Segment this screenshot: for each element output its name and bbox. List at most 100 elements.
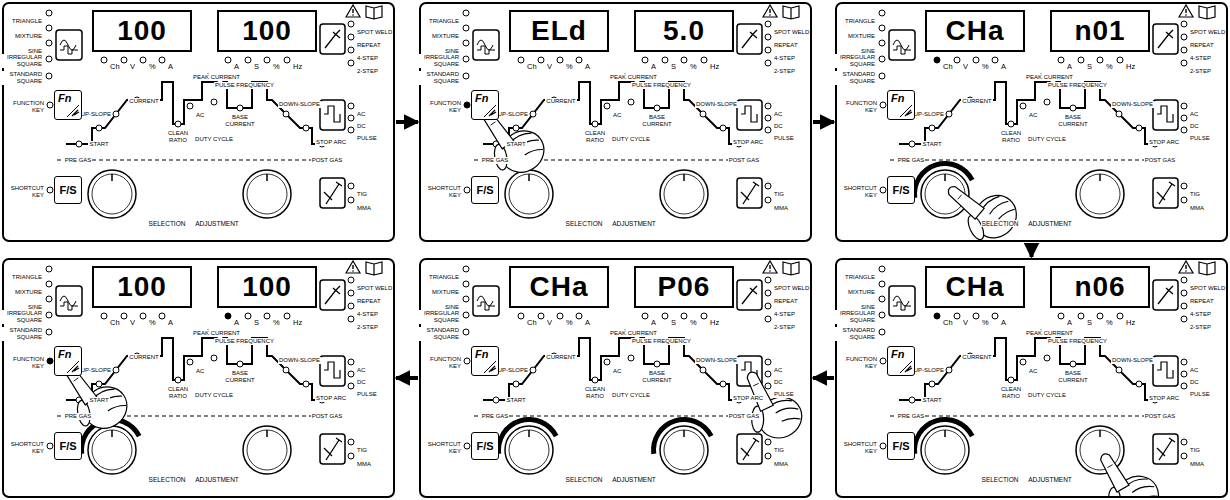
indicator-led (765, 303, 771, 309)
panel-label: TIG (356, 447, 368, 454)
indicator-led (463, 312, 469, 318)
label-holder: DC (356, 370, 367, 388)
welding-waveform (483, 338, 749, 400)
panel-label: PULSE (1189, 135, 1211, 142)
panel-label: TRIANGLE (11, 18, 43, 25)
shortcut-key: F/S (54, 432, 82, 460)
indicator-led (46, 329, 52, 335)
panel-graphic (783, 6, 799, 19)
panel-graphic (1179, 5, 1193, 17)
label-holder: CLEAN RATIO (165, 128, 191, 146)
indicator-led (245, 313, 251, 319)
indicator-led (46, 73, 52, 79)
indicator-led (765, 290, 771, 296)
label-holder: PULSE FREQUENCY (1047, 329, 1108, 347)
panel-label: A (167, 63, 174, 72)
panel-label: AC (1189, 367, 1199, 374)
indicator-led (463, 10, 469, 16)
panel-label: SHORTCUT KEY (840, 441, 878, 455)
panel-label: S (1086, 63, 1093, 72)
indicator-led (101, 313, 107, 319)
panel-label: SELECTION (148, 476, 187, 483)
label-holder: TIG (356, 182, 368, 200)
panel-label: A (650, 63, 657, 72)
panel-label: ADJUSTMENT (1027, 476, 1073, 483)
panel-label: V (962, 63, 969, 72)
panel-graphic (1157, 106, 1173, 122)
panel-graphic (879, 261, 1215, 496)
indicator-led (530, 367, 536, 373)
panel-label: Ch (526, 319, 538, 328)
panel-graphic (900, 105, 912, 117)
panel-label: START (505, 141, 526, 148)
panel-label: % (565, 63, 574, 72)
label-holder: AC (195, 359, 205, 377)
indicator-led (879, 40, 885, 46)
indicator-led (557, 57, 563, 63)
indicator-led (187, 103, 193, 109)
indicator-led (46, 296, 52, 302)
panel-label: CURRENT (545, 98, 576, 105)
label-holder: CURRENT (545, 89, 576, 107)
indicator-led (101, 57, 107, 63)
label-holder: % (689, 55, 698, 73)
label-holder: V (546, 55, 553, 73)
indicator-led (946, 367, 952, 373)
indicator-led (765, 127, 771, 133)
indicator-led (264, 313, 270, 319)
key-label: Fn (891, 348, 904, 360)
panel-label: STOP ARC (732, 139, 764, 146)
panel-graphic (92, 174, 132, 214)
indicator-led (765, 439, 771, 445)
indicator-led (879, 73, 885, 79)
indicator-led (765, 103, 771, 109)
panel-label: A (1000, 319, 1007, 328)
panel-graphic (346, 261, 360, 273)
panel-graphic (893, 40, 911, 54)
panel-graphic (67, 361, 79, 373)
label-holder: % (148, 55, 157, 73)
panel-graphic (473, 30, 499, 60)
panel-label: SHORTCUT KEY (7, 185, 45, 199)
label-holder: PEAK CURRENT (609, 321, 658, 339)
indicator-led (1181, 316, 1187, 322)
label-holder: CLEAN RATIO (165, 384, 191, 402)
panel-label: V (546, 319, 553, 328)
label-holder: START (505, 132, 526, 150)
indicator-led (700, 111, 706, 117)
indicator-led (46, 10, 52, 16)
label-holder: ADJUSTMENT (611, 212, 657, 230)
panel-graphic (769, 14, 771, 16)
label-holder: PULSE (1189, 382, 1211, 400)
indicator-led (348, 303, 354, 309)
panel-graphic (768, 395, 802, 429)
label-holder: A (233, 55, 240, 73)
led-display: ELd (509, 10, 609, 52)
panel-label: TRIANGLE (844, 18, 876, 25)
label-holder: DC (1189, 114, 1200, 132)
indicator-led (765, 34, 771, 40)
panel-label: START (88, 141, 109, 148)
panel-label: BASE CURRENT (223, 370, 257, 384)
panel-graphic (463, 261, 808, 474)
panel-label: MIXTURE (431, 289, 460, 296)
display-value: 100 (117, 15, 167, 47)
indicator-led (992, 57, 998, 63)
led-display: 100 (217, 10, 317, 52)
label-holder: Hz (1125, 55, 1136, 73)
label-holder: SPOT WELD (356, 20, 393, 38)
shortcut-key: F/S (54, 176, 82, 204)
flow-arrow (1030, 243, 1034, 257)
label-holder: % (981, 311, 990, 329)
label-holder: A (650, 55, 657, 73)
label-holder: REPEAT (773, 33, 799, 51)
rotary-knob (505, 426, 553, 474)
label-holder: 2-STEP (356, 59, 379, 77)
label-holder: PULSE (773, 382, 795, 400)
panel-graphic (56, 30, 82, 60)
panel-illustration (421, 4, 810, 240)
label-holder: DUTY CYCLE (611, 127, 651, 145)
label-holder: REPEAT (356, 33, 382, 51)
panel-label: 2-STEP (1189, 324, 1212, 331)
indicator-led (946, 111, 952, 117)
